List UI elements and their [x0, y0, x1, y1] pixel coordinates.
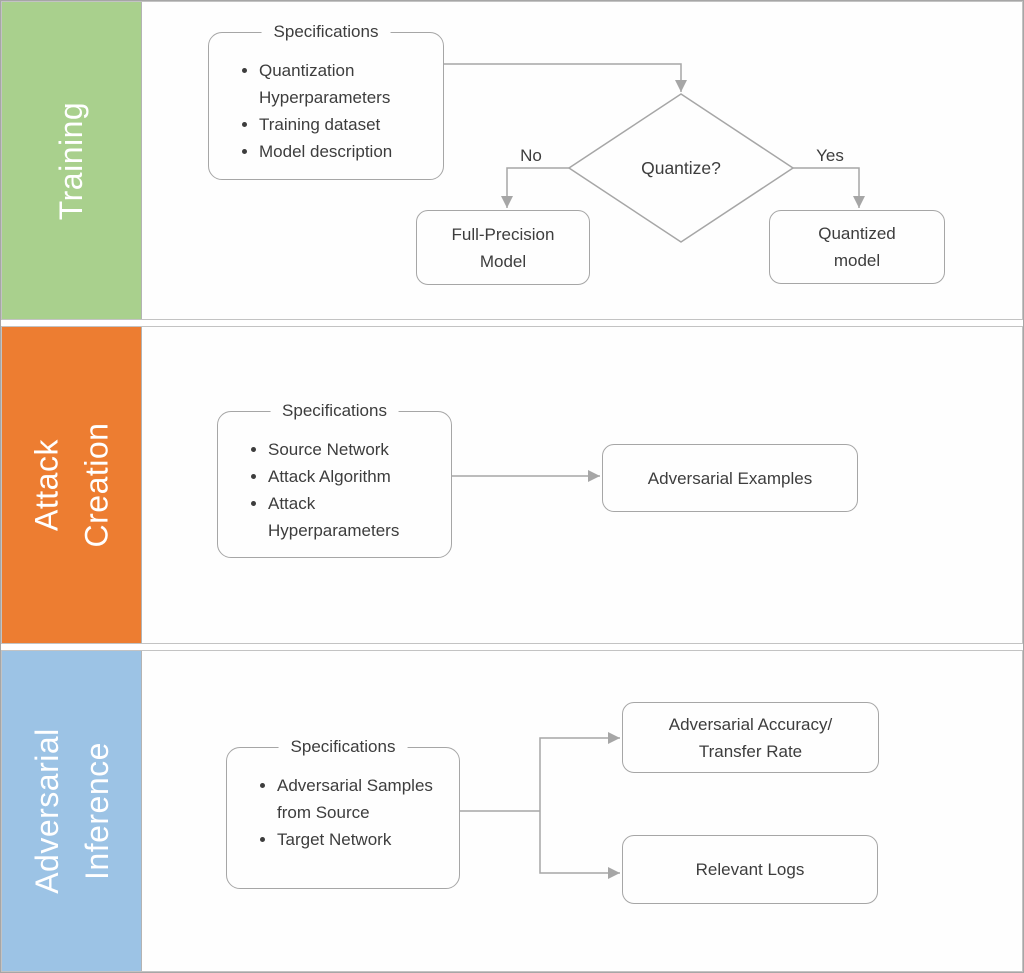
quantized-model-node: Quantized model [769, 210, 945, 284]
quantize-decision-diamond [567, 93, 795, 243]
no-branch-connector [501, 167, 569, 208]
attack-connectors [452, 470, 600, 482]
inference-specifications-box: Specifications Adversarial Samples from … [226, 737, 460, 889]
training-specifications-box: Specifications Quantization Hyperparamet… [208, 22, 444, 180]
adversarial-inference-sidebar: Adversarial Inference [2, 651, 142, 971]
section-adversarial-inference: Adversarial Inference Specifications Adv… [1, 650, 1023, 972]
spec-to-decision-connector [444, 63, 687, 92]
spec-item: Adversarial Samples from Source [277, 772, 455, 826]
spec-item: Attack Hyperparameters [268, 490, 447, 544]
decision-label: Quantize? [641, 158, 721, 178]
inference-spec-list: Adversarial Samples from Source Target N… [227, 772, 455, 853]
adversarial-accuracy-node: Adversarial Accuracy/ Transfer Rate [622, 702, 879, 773]
spec-item: Training dataset [259, 111, 439, 138]
full-precision-model-node: Full-Precision Model [416, 210, 590, 285]
attack-creation-sidebar: Attack Creation [2, 327, 142, 643]
junction-to-logs-connector [539, 811, 620, 879]
yes-branch-label: Yes [816, 146, 844, 165]
yes-branch-connector [793, 167, 865, 208]
spec-item: Attack Algorithm [268, 463, 447, 490]
inference-connectors [460, 732, 620, 879]
spec-item: Model description [259, 138, 439, 165]
training-connectors: Quantize? No Yes [444, 63, 865, 243]
attack-specifications-box: Specifications Source Network Attack Alg… [217, 401, 452, 558]
spec-item: Target Network [277, 826, 455, 853]
no-branch-label: No [520, 146, 542, 165]
training-spec-title: Specifications [261, 22, 391, 42]
training-sidebar: Training [2, 2, 142, 319]
relevant-logs-node: Relevant Logs [622, 835, 878, 904]
section-training: Training Quantize? No Yes Specifications… [1, 1, 1023, 320]
junction-to-accuracy-connector [539, 732, 620, 811]
adversarial-examples-node: Adversarial Examples [602, 444, 858, 512]
spec-item: Quantization Hyperparameters [259, 57, 439, 111]
spec-item: Source Network [268, 436, 447, 463]
training-spec-list: Quantization Hyperparameters Training da… [209, 57, 439, 165]
attack-spec-title: Specifications [270, 401, 399, 421]
inference-spec-title: Specifications [278, 737, 408, 757]
attack-spec-list: Source Network Attack Algorithm Attack H… [218, 436, 447, 544]
section-attack-creation: Attack Creation Specifications Source Ne… [1, 326, 1023, 644]
